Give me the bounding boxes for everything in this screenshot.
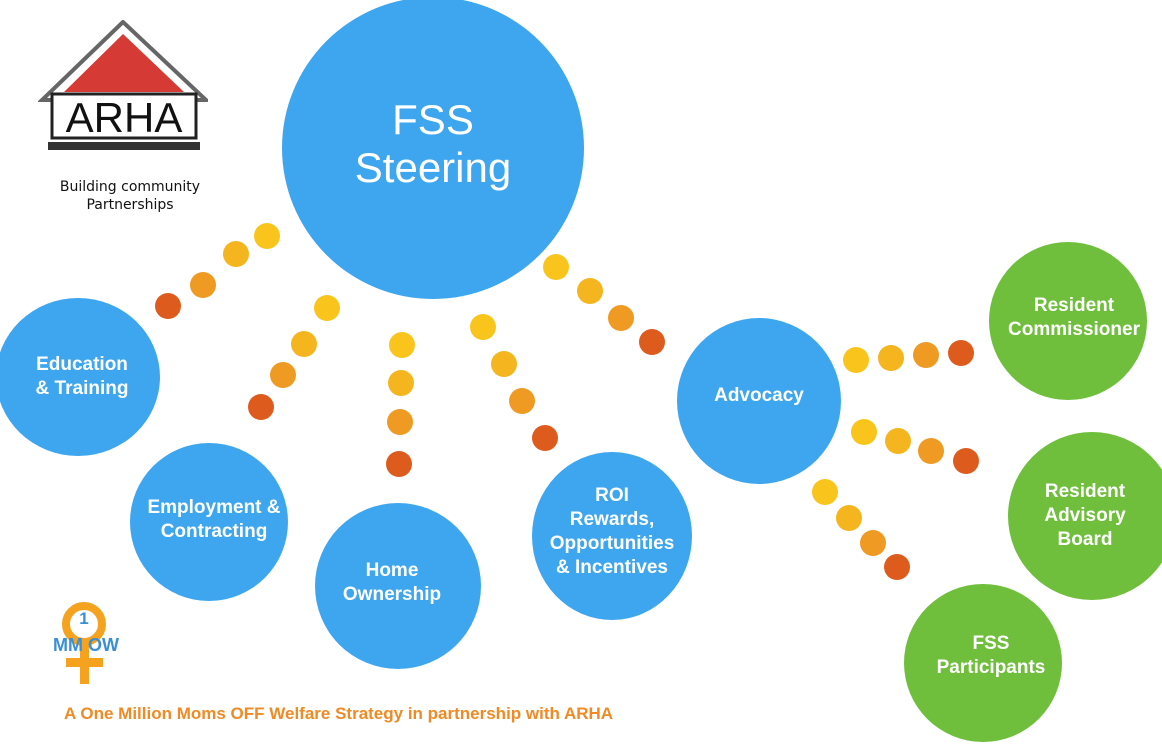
connector-dot [812,479,838,505]
connector-dot [948,340,974,366]
home-ownership-label: Home Ownership [342,560,442,605]
education-training-label: Education & Training [35,354,129,399]
connector-dot [291,331,317,357]
connector-dot [543,254,569,280]
resident-commissioner-label: Resident Commissioner [1008,295,1140,340]
employment-contracting-label: Employment & Contracting [147,497,281,542]
roi-rewards-label: ROI Rewards, Opportunities & Incentives [549,485,675,578]
roi-rewards-node: ROI Rewards, Opportunities & Incentives [532,452,692,620]
connector-dot [388,370,414,396]
arha-tagline: Building community Partnerships [59,179,201,213]
resident-commissioner-node: Resident Commissioner [989,242,1147,400]
fss-steering-label: FSS Steering [354,96,512,191]
connector-dot [491,351,517,377]
connector-dot [248,394,274,420]
connector-dot [386,451,412,477]
connector-dot [884,554,910,580]
connector-dot [608,305,634,331]
connector-dot [314,295,340,321]
connector-dot [223,241,249,267]
advocacy-node: Advocacy [677,318,841,484]
connector-dot [254,223,280,249]
footer-strategy-text: A One Million Moms OFF Welfare Strategy … [64,704,614,723]
fss-participants-node: FSS Participants [904,584,1062,742]
connector-dot [389,332,415,358]
connector-dot [577,278,603,304]
mmow-logo: 1 MM OW [53,602,119,684]
connector-dot [190,272,216,298]
fss-steering-node: FSS Steering [282,0,584,299]
connector-dot [470,314,496,340]
home-ownership-node: Home Ownership [315,503,481,669]
connector-dot [913,342,939,368]
connector-dot [953,448,979,474]
connector-dot [878,345,904,371]
connector-dot [270,362,296,388]
connector-dot [860,530,886,556]
connector-dot [155,293,181,319]
connector-dot [532,425,558,451]
fss-participants-label: FSS Participants [936,633,1046,678]
connector-dot [885,428,911,454]
advocacy-label: Advocacy [714,385,804,406]
resident-advisory-board-node: Resident Advisory Board [1008,432,1162,600]
connector-dot [509,388,535,414]
connector-dot [836,505,862,531]
resident-advisory-board-label: Resident Advisory Board [1044,481,1126,550]
connector-dot [851,419,877,445]
mmow-logo-text: MM OW [53,635,119,655]
arha-logo: ARHA [38,20,208,150]
connector-dot [639,329,665,355]
education-training-node: Education & Training [0,298,160,456]
mmow-logo-digit: 1 [79,609,88,628]
connector-dot [387,409,413,435]
employment-contracting-node: Employment & Contracting [130,443,288,601]
arha-logo-text: ARHA [66,94,183,141]
connector-dot [918,438,944,464]
connector-dot [843,347,869,373]
